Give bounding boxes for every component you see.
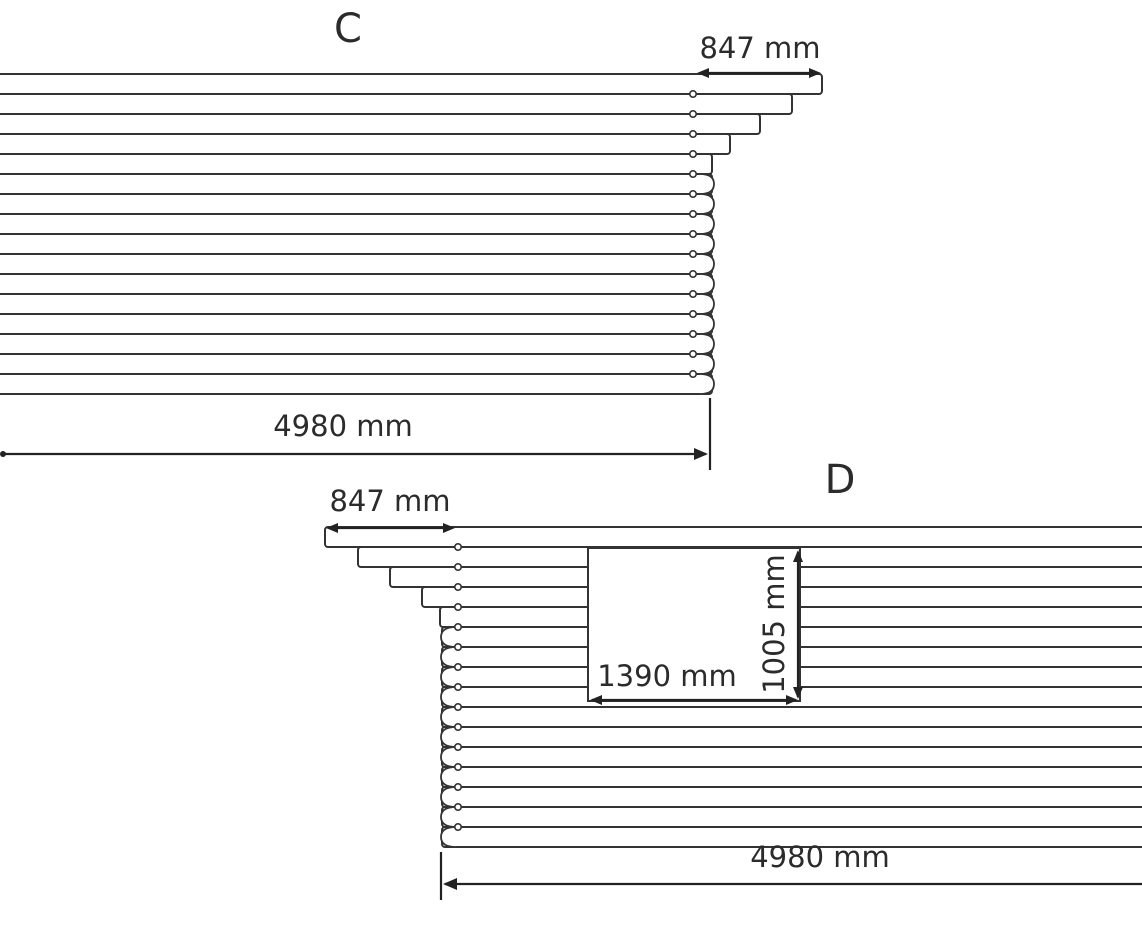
panel-d-hinge-icon (453, 682, 462, 691)
panel-d-hinge-icon (453, 802, 462, 811)
panel-c-plank (0, 153, 713, 175)
panel-d-hinge-icon (453, 642, 462, 651)
panel-c-plank (0, 373, 713, 395)
panel-d-plank (441, 806, 1142, 828)
panel-c-hinge-icon (688, 309, 697, 318)
panel-c-hinge-icon (688, 190, 697, 199)
panel-c-plank (0, 253, 713, 275)
panel-c-fold (699, 293, 715, 315)
panel-c-title: C (334, 6, 362, 52)
panel-d-top-width-label: 847 mm (329, 484, 450, 518)
panel-c-hinge-icon (688, 210, 697, 219)
panel-c-plank (0, 113, 761, 135)
panel-c-fold (699, 333, 715, 355)
panel-d-hinge-icon (453, 662, 462, 671)
panel-c-plank (0, 333, 713, 355)
panel-d-length-dimension (439, 852, 1142, 900)
panel-c-fold (699, 353, 715, 375)
panel-d-plank (441, 766, 1142, 788)
panel-d-fold (440, 666, 457, 688)
panel-d: D 847 mm 1390 mm 1005 mm (324, 457, 1142, 900)
panel-d-hinge-icon (453, 602, 462, 611)
panel-c-fold (699, 313, 715, 335)
panel-c-hinge-icon (688, 130, 697, 139)
panel-d-plank (441, 746, 1142, 768)
panel-c-hinge-icon (688, 110, 697, 119)
panel-d-hinge-icon (453, 782, 462, 791)
panel-d-plank (441, 726, 1142, 748)
panel-d-fold (440, 706, 457, 728)
panel-c-hinge-icon (688, 170, 697, 179)
panel-c-plank (0, 93, 793, 115)
panel-d-hinge-icon (453, 562, 462, 571)
panel-c-plank (0, 193, 713, 215)
panel-c-planks (0, 73, 823, 395)
panel-d-opening-width-dimension (590, 695, 798, 705)
panel-c-fold (699, 373, 715, 395)
panel-d-hinge-icon (453, 622, 462, 631)
panel-c-plank (0, 233, 713, 255)
panel-d-hinge-icon (453, 722, 462, 731)
panel-c-hinge-icon (688, 269, 697, 278)
panel-c-hinge-icon (688, 150, 697, 159)
panel-c-length-label: 4980 mm (273, 409, 413, 443)
panel-d-opening-width-label: 1390 mm (597, 659, 737, 693)
panel-d-length-label: 4980 mm (750, 840, 890, 874)
panel-d-fold (440, 786, 457, 808)
panel-c-plank (0, 273, 713, 295)
panel-c-fold (699, 193, 715, 215)
panel-c-hinge-icon (688, 369, 697, 378)
panel-c-plank (0, 213, 713, 235)
panel-c-plank (0, 173, 713, 195)
panel-c-plank (0, 293, 713, 315)
panel-d-hinge-icon (453, 742, 462, 751)
panel-d-opening (587, 547, 801, 702)
panel-d-hinge-icon (453, 762, 462, 771)
panel-c-hinge-icon (688, 289, 697, 298)
panel-c-plank (0, 73, 823, 95)
panel-c: C 847 mm 4980 mm (0, 6, 823, 470)
panel-c-plank (0, 313, 713, 335)
panel-d-fold (440, 686, 457, 708)
panel-d-opening-height-label: 1005 mm (757, 554, 791, 694)
panel-d-plank (441, 786, 1142, 808)
panel-c-top-width-label: 847 mm (699, 31, 820, 65)
panel-d-fold (440, 826, 457, 848)
panel-d-fold (440, 626, 457, 648)
panel-d-title: D (825, 457, 856, 503)
panel-c-plank (0, 353, 713, 375)
panel-d-hinge-icon (453, 582, 462, 591)
panel-d-fold (440, 746, 457, 768)
panel-c-top-width-dimension (697, 68, 821, 78)
panel-c-fold (699, 233, 715, 255)
panel-d-fold (440, 726, 457, 748)
panel-d-plank (441, 706, 1142, 728)
panel-c-plank (0, 133, 731, 155)
panel-d-fold (440, 806, 457, 828)
panel-c-hinge-icon (688, 90, 697, 99)
panel-d-hinge-icon (453, 542, 462, 551)
panel-c-fold (699, 253, 715, 275)
panel-d-fold (440, 766, 457, 788)
panel-c-hinge-icon (688, 349, 697, 358)
panel-d-opening-height-dimension (793, 550, 803, 699)
panel-c-hinge-icon (688, 329, 697, 338)
panel-c-fold (699, 213, 715, 235)
panel-d-top-width-dimension (326, 523, 455, 533)
panel-d-hinge-icon (453, 822, 462, 831)
panel-d-hinge-icon (453, 702, 462, 711)
panel-c-fold (699, 173, 715, 195)
panel-c-length-dimension (0, 398, 712, 470)
panel-c-hinge-icon (688, 250, 697, 259)
panel-d-fold (440, 646, 457, 668)
panel-c-fold (699, 273, 715, 295)
panel-c-hinge-icon (688, 230, 697, 239)
